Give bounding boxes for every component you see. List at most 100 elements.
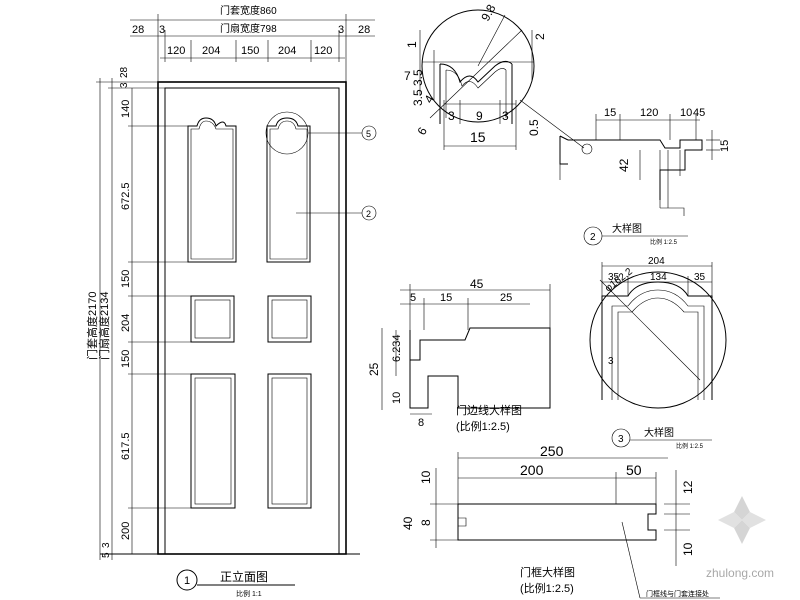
trim-subtitle: (比例1:2.5) — [456, 419, 510, 433]
detail-3: 204 35 134 35 φ162.2 3 3 大样图 比例 1:2.5 — [589, 256, 727, 450]
trim-dim-15: 15 — [440, 292, 452, 304]
door-frame-outer — [157, 81, 347, 555]
frame-dim-40: 40 — [401, 516, 415, 530]
detail-3-arch-outer — [601, 281, 713, 400]
trim-dim-25: 25 — [500, 292, 512, 304]
left-dim-3: 3 — [119, 82, 130, 88]
panel-bottom-left-inner — [194, 377, 232, 505]
door-elevation: 门套宽度860 门扇宽度798 28 3 120 204 150 204 120… — [85, 4, 377, 598]
trim-dim-8: 8 — [418, 417, 424, 429]
detail-circle-top: 1 7 3.5 3.5 9.8 2 6 4 3 9 3 15 0.5 — [404, 2, 585, 150]
elevation-title: 正立面图 — [220, 569, 268, 584]
top-dim-28-right: 28 — [358, 24, 370, 36]
top-dim-120-right: 120 — [314, 45, 332, 57]
overall-height-label: 门套高度2170 — [85, 292, 99, 360]
detail-top-dim-3-5b: 3.5 — [411, 89, 425, 106]
trim-dim-25-side: 25 — [367, 362, 381, 376]
top-dim-28-left: 28 — [132, 24, 144, 36]
detail-top-arch-profile — [439, 60, 513, 124]
watermark-logo-icon — [718, 496, 766, 544]
detail-top-dim-3-left: 3 — [448, 109, 455, 123]
frame-dim-12: 12 — [681, 480, 695, 494]
callout-5-label: 5 — [366, 129, 371, 139]
elevation-subtitle: 比例 1:1 — [236, 589, 262, 598]
detail-2-marker — [581, 143, 593, 155]
leaf-width-label: 门扇宽度798 — [220, 22, 277, 35]
frame-dim-10-right: 10 — [681, 542, 695, 556]
detail-2-dim-42: 42 — [617, 158, 631, 172]
panel-bottom-right — [267, 373, 312, 509]
watermark: zhulong.com — [706, 496, 774, 580]
trim-detail: 45 5 15 25 25 6.234 10 8 门边线大样图 (比例1:2.5… — [367, 277, 551, 433]
detail-top-dim-3-right: 3 — [502, 109, 509, 123]
frame-dim-8: 8 — [419, 519, 433, 526]
callout-2-label: 2 — [366, 209, 371, 219]
left-dim-28: 28 — [119, 66, 130, 78]
detail-top-dim-6: 6 — [414, 124, 430, 137]
left-dim-617-5: 617.5 — [120, 432, 132, 460]
view-number: 1 — [184, 575, 190, 587]
frame-dim-50: 50 — [626, 462, 642, 478]
left-dim-5: 5 — [101, 552, 112, 558]
frame-detail: 250 200 50 10 40 8 12 10 门框大样图 (比例1:2.5)… — [401, 443, 720, 599]
top-dim-120-left: 120 — [167, 45, 185, 57]
detail-2-subtitle: 比例 1:2.5 — [650, 238, 678, 246]
frame-subtitle: (比例1:2.5) — [520, 581, 574, 595]
left-dim-672-5: 672.5 — [120, 182, 132, 210]
panel-mid-right — [267, 295, 312, 343]
detail-2-dim-45: 45 — [693, 107, 705, 119]
detail-3-dim-204: 204 — [648, 256, 665, 267]
detail-3-number-circle — [611, 428, 631, 448]
leaf-height-label: 门扇高度2134 — [97, 292, 111, 360]
callout-bubble-2 — [361, 205, 377, 221]
detail-2-number: 2 — [590, 232, 596, 243]
detail-2-dim-120: 120 — [640, 107, 658, 119]
top-dim-204-right: 204 — [278, 45, 296, 57]
watermark-text: zhulong.com — [706, 566, 774, 580]
detail-2-dim-15: 15 — [604, 107, 616, 119]
view-number-circle — [176, 569, 198, 591]
left-dim-200: 200 — [120, 522, 132, 540]
top-dim-3-left: 3 — [159, 24, 165, 36]
detail-2-dim-10: 10 — [680, 107, 692, 119]
top-dim-3-right: 3 — [338, 24, 344, 36]
detail-top-dim-0-5: 0.5 — [527, 119, 541, 136]
frame-dim-250: 250 — [540, 443, 564, 459]
left-dim-3-bottom: 3 — [101, 542, 112, 548]
detail-3-dim-35-left: 35 — [608, 272, 620, 283]
trim-dim-45: 45 — [470, 277, 484, 291]
panel-bottom-left — [190, 373, 236, 509]
detail-3-subtitle: 比例 1:2.5 — [676, 442, 704, 450]
panel-bottom-right-inner — [271, 377, 308, 505]
detail-top-dim-9-8: 9.8 — [478, 2, 498, 24]
detail-top-dim-7: 7 — [404, 69, 411, 83]
detail-3-dim-134: 134 — [650, 272, 667, 283]
panel-top-left-inner — [190, 120, 234, 260]
trim-dim-5: 5 — [410, 292, 416, 304]
panel-top-left — [187, 117, 237, 263]
detail-top-dim-9: 9 — [476, 109, 483, 123]
detail-top-dim-2: 2 — [533, 33, 547, 40]
detail-2: 15 120 10 45 42 15 2 大样图 比例 1:2.5 — [559, 107, 731, 246]
top-dim-150: 150 — [241, 45, 259, 57]
frame-leader-note: 门框线与门套连接处 — [646, 589, 709, 598]
overall-width-label: 门套宽度860 — [220, 4, 277, 17]
left-dim-140: 140 — [120, 100, 132, 118]
panel-top-right — [266, 117, 311, 263]
frame-profile — [457, 503, 657, 541]
panel-mid-left-inner — [194, 299, 231, 339]
detail-3-circle — [589, 271, 727, 409]
callout-bubble-5 — [361, 125, 377, 141]
trim-dim-6-234: 6.234 — [391, 334, 403, 362]
panel-mid-right-inner — [271, 299, 308, 339]
left-dim-204: 204 — [120, 314, 132, 332]
detail-top-circle — [421, 9, 535, 123]
trim-title: 门边线大样图 — [456, 403, 522, 417]
detail-top-dim-1: 1 — [405, 41, 419, 48]
detail-3-dim-3: 3 — [608, 356, 614, 367]
detail-3-title: 大样图 — [644, 426, 674, 439]
top-dim-204-left: 204 — [202, 45, 220, 57]
panel-mid-left — [190, 295, 235, 343]
detail-3-dim-35-right: 35 — [694, 272, 706, 283]
